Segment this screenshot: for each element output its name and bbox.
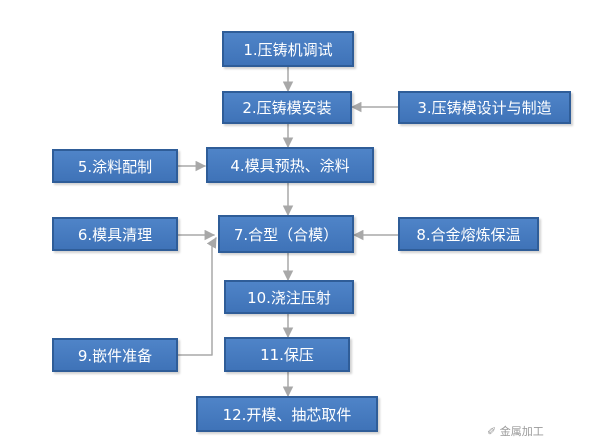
step-10-box: 10.浇注压射 xyxy=(224,280,354,314)
step-9-box: 9.嵌件准备 xyxy=(52,338,178,372)
step-8-box: 8.合金熔炼保温 xyxy=(398,217,539,251)
step-3-box: 3.压铸模设计与制造 xyxy=(398,91,571,124)
step-12-label: 12.开模、抽芯取件 xyxy=(222,405,352,424)
step-8-label: 8.合金熔炼保温 xyxy=(416,225,521,244)
step-5-box: 5.涂料配制 xyxy=(52,149,178,183)
step-11-label: 11.保压 xyxy=(260,346,314,364)
step-9-label: 9.嵌件准备 xyxy=(77,346,153,365)
step-2-label: 2.压铸模安装 xyxy=(242,99,332,117)
step-11-box: 11.保压 xyxy=(224,337,350,372)
step-6-box: 6.模具清理 xyxy=(52,217,178,251)
step-6-label: 6.模具清理 xyxy=(77,225,153,244)
arrow-9-to-7 xyxy=(177,237,217,356)
watermark-text: ✐ 金属加工 xyxy=(487,425,544,438)
step-3-label: 3.压铸模设计与制造 xyxy=(417,99,552,117)
step-7-box: 7.合型（合模） xyxy=(218,215,354,253)
step-12-box: 12.开模、抽芯取件 xyxy=(196,396,378,432)
step-4-label: 4.模具预热、涂料 xyxy=(230,156,350,175)
step-1-label: 1.压铸机调试 xyxy=(243,40,333,59)
step-1-box: 1.压铸机调试 xyxy=(222,31,354,67)
step-4-box: 4.模具预热、涂料 xyxy=(206,147,374,183)
step-5-label: 5.涂料配制 xyxy=(77,157,153,176)
step-10-label: 10.浇注压射 xyxy=(247,288,331,307)
step-7-label: 7.合型（合模） xyxy=(233,225,339,244)
step-2-box: 2.压铸模安装 xyxy=(222,91,352,124)
